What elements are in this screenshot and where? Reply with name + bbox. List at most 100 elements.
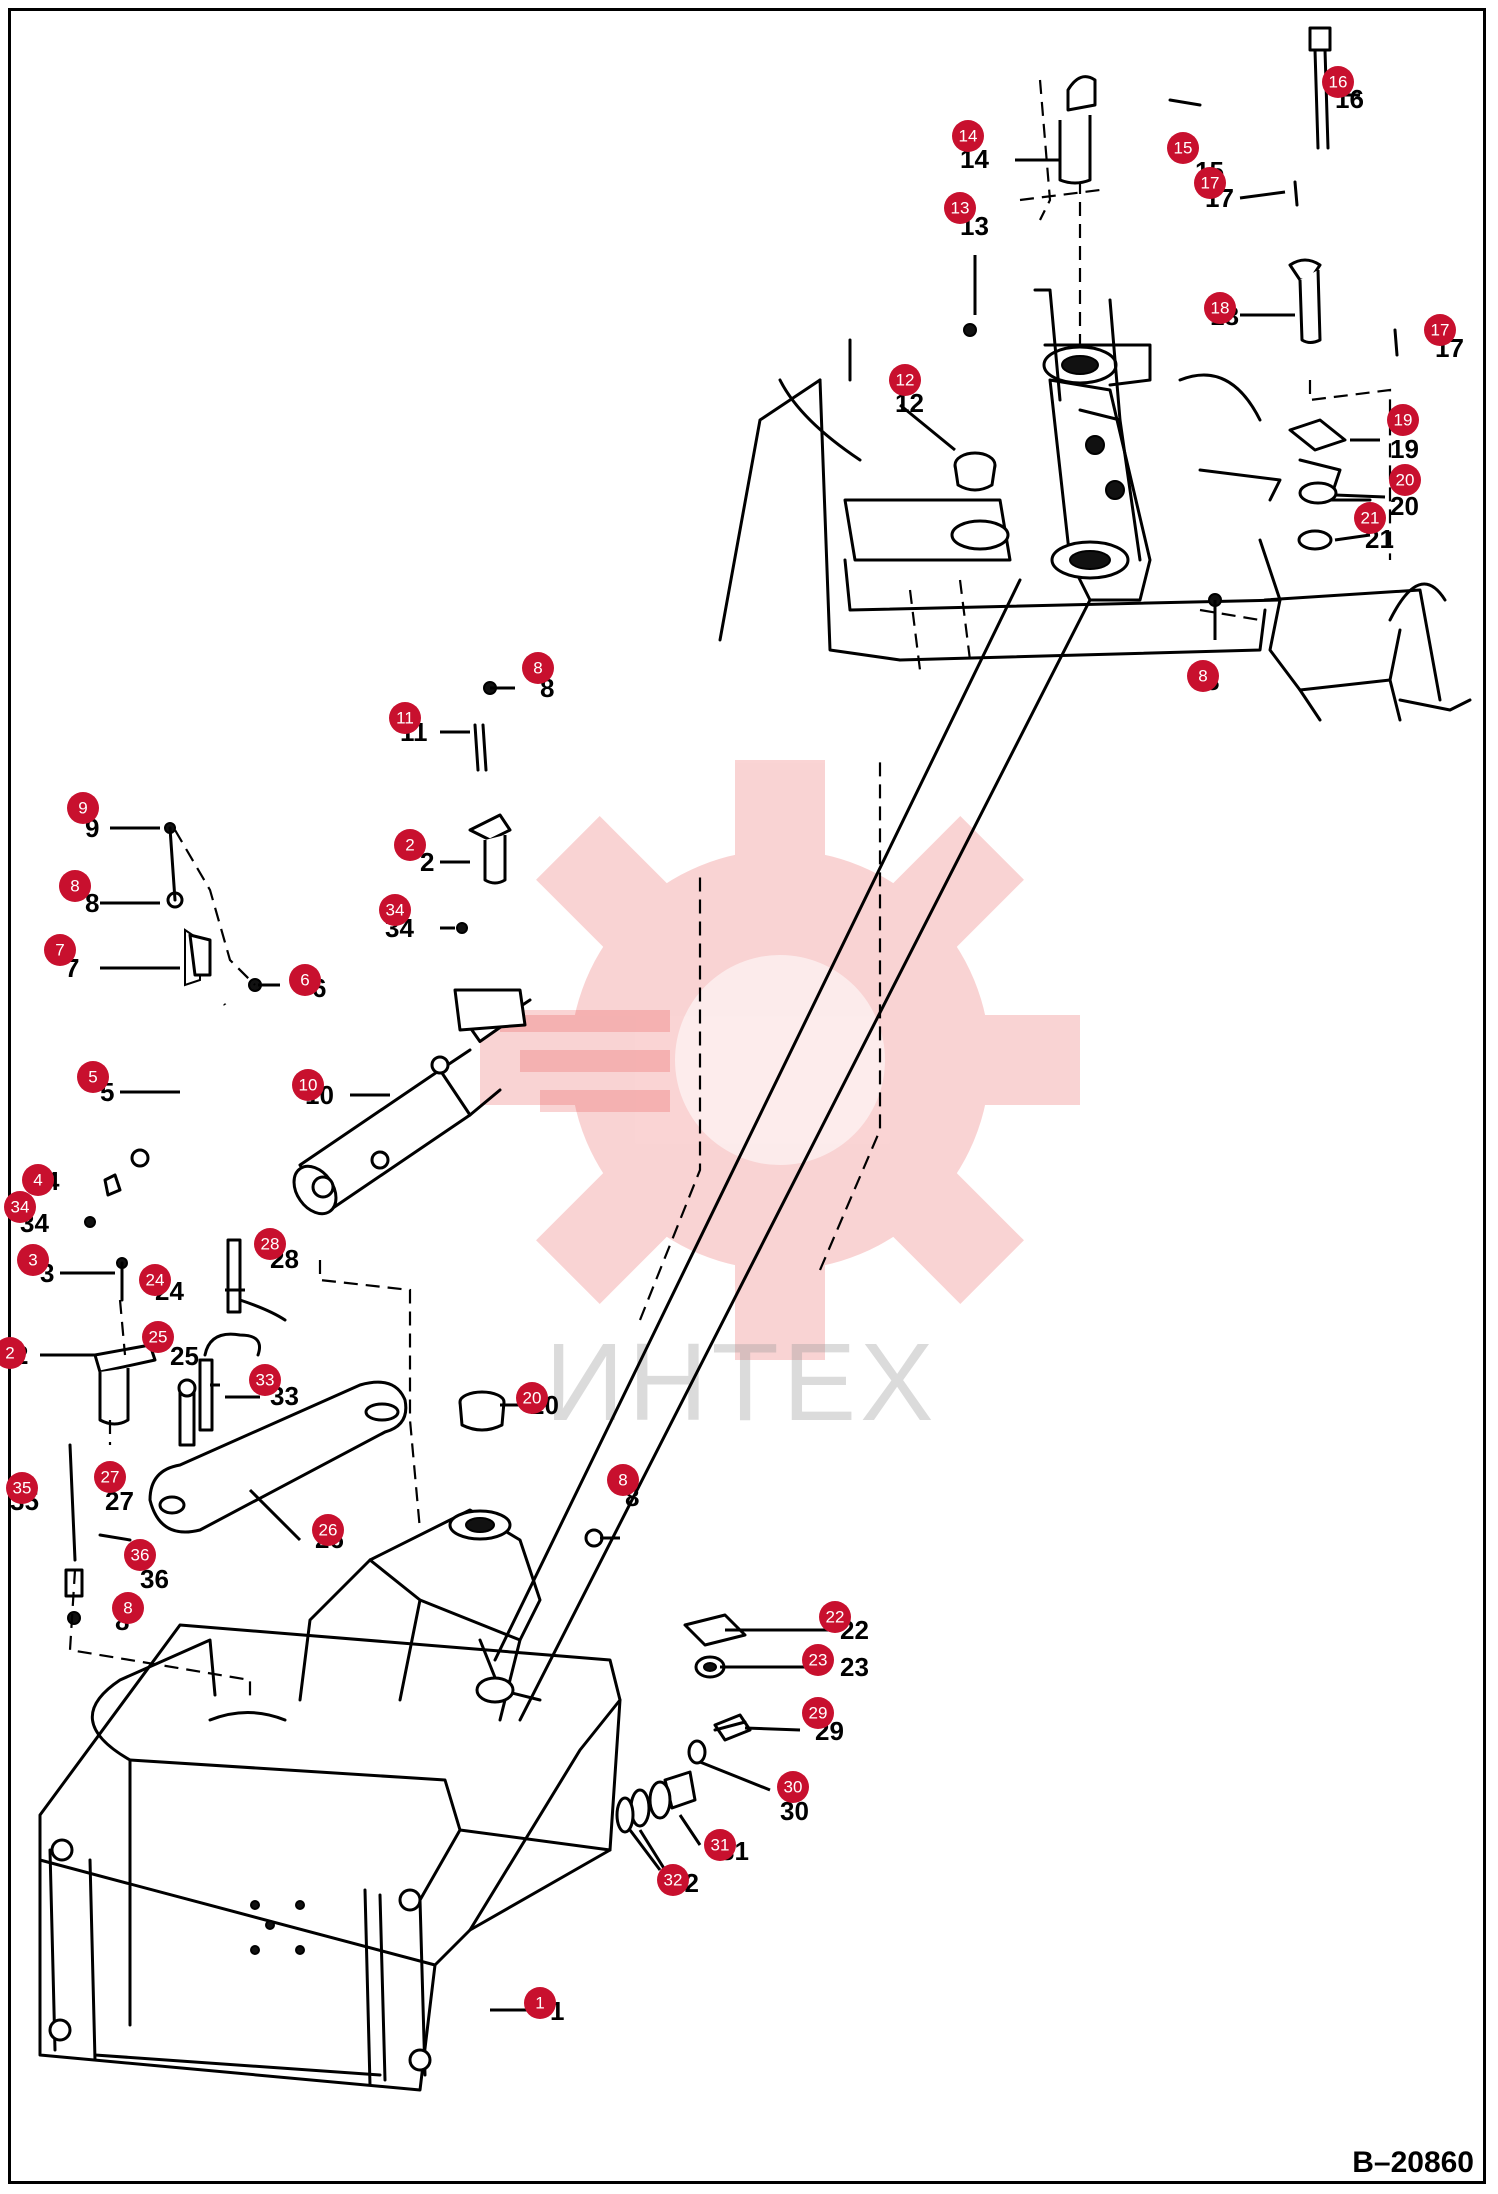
small-hardware-left bbox=[64, 1238, 422, 1700]
svg-text:19: 19 bbox=[1394, 411, 1413, 430]
bushings bbox=[456, 26, 1399, 1834]
callout-4: 4 bbox=[22, 1164, 54, 1196]
hose-assembly bbox=[84, 822, 262, 1228]
svg-text:1: 1 bbox=[535, 1994, 544, 2013]
callout-12: 12 bbox=[889, 364, 921, 396]
callout-34b: 34 bbox=[4, 1191, 36, 1223]
callout-31: 31 bbox=[704, 1829, 736, 1861]
svg-text:33: 33 bbox=[256, 1371, 275, 1390]
svg-text:9: 9 bbox=[78, 799, 87, 818]
svg-text:24: 24 bbox=[146, 1271, 165, 1290]
callout-18: 18 bbox=[1204, 292, 1236, 324]
svg-text:17: 17 bbox=[1201, 174, 1220, 193]
leader-lines bbox=[40, 93, 1386, 2012]
svg-text:32: 32 bbox=[664, 1871, 683, 1890]
svg-text:8: 8 bbox=[1198, 667, 1207, 686]
callout-badges: 1 2 2 3 4 5 6 7 8 8 8 8 8 9 10 11 12 13 … bbox=[0, 66, 1456, 2019]
callout-5: 5 bbox=[77, 1061, 109, 1093]
svg-text:8: 8 bbox=[618, 1471, 627, 1490]
callout-25: 25 bbox=[142, 1321, 174, 1353]
callout-2a: 2 bbox=[394, 829, 426, 861]
svg-text:2: 2 bbox=[405, 836, 414, 855]
callout-10: 10 bbox=[292, 1069, 324, 1101]
callout-27: 27 bbox=[94, 1461, 126, 1493]
callout-17b: 17 bbox=[1424, 314, 1456, 346]
callout-11: 11 bbox=[389, 702, 421, 734]
svg-text:27: 27 bbox=[101, 1468, 120, 1487]
svg-text:30: 30 bbox=[784, 1778, 803, 1797]
callout-8e: 8 bbox=[1187, 660, 1219, 692]
callout-6: 6 bbox=[289, 964, 321, 996]
callout-9: 9 bbox=[67, 792, 99, 824]
callout-8b: 8 bbox=[59, 870, 91, 902]
svg-text:2: 2 bbox=[5, 1344, 14, 1363]
part-number-25: 25 bbox=[170, 1341, 199, 1371]
svg-text:17: 17 bbox=[1431, 321, 1450, 340]
svg-text:31: 31 bbox=[711, 1836, 730, 1855]
svg-text:34: 34 bbox=[11, 1198, 30, 1217]
svg-text:3: 3 bbox=[28, 1251, 37, 1270]
callout-16: 16 bbox=[1322, 66, 1354, 98]
main-frame bbox=[38, 1508, 622, 2092]
watermark-text: ИНТЕХ bbox=[545, 1321, 937, 1444]
svg-text:20: 20 bbox=[1396, 471, 1415, 490]
svg-text:21: 21 bbox=[1361, 509, 1380, 528]
svg-text:6: 6 bbox=[300, 971, 309, 990]
svg-text:10: 10 bbox=[299, 1076, 318, 1095]
link-bar bbox=[148, 1380, 408, 1534]
svg-text:25: 25 bbox=[149, 1328, 168, 1347]
callout-1: 1 bbox=[524, 1987, 556, 2019]
callout-33: 33 bbox=[249, 1364, 281, 1396]
callout-30: 30 bbox=[777, 1771, 809, 1803]
svg-text:8: 8 bbox=[70, 877, 79, 896]
callout-23: 23 bbox=[802, 1644, 834, 1676]
callout-2b: 2 bbox=[0, 1337, 26, 1369]
callout-20b: 20 bbox=[1389, 464, 1421, 496]
callout-15: 15 bbox=[1167, 132, 1199, 164]
svg-text:29: 29 bbox=[809, 1704, 828, 1723]
callout-21: 21 bbox=[1354, 502, 1386, 534]
callout-20a: 20 bbox=[516, 1382, 548, 1414]
top-assembly bbox=[718, 79, 1472, 722]
svg-text:11: 11 bbox=[396, 709, 414, 728]
svg-text:8: 8 bbox=[123, 1599, 132, 1618]
svg-text:20: 20 bbox=[523, 1389, 542, 1408]
watermark-logo: ИНТЕХ bbox=[480, 760, 1080, 1444]
svg-text:7: 7 bbox=[55, 941, 64, 960]
callout-8d: 8 bbox=[112, 1592, 144, 1624]
part-number-20b: 20 bbox=[1390, 491, 1419, 521]
callout-19: 19 bbox=[1387, 404, 1419, 436]
svg-text:35: 35 bbox=[13, 1479, 32, 1498]
callout-22: 22 bbox=[819, 1601, 851, 1633]
callout-29: 29 bbox=[802, 1697, 834, 1729]
callout-8c: 8 bbox=[607, 1464, 639, 1496]
part-number-19: 19 bbox=[1390, 434, 1419, 464]
part-number-2a: 2 bbox=[420, 847, 434, 877]
callout-36: 36 bbox=[124, 1539, 156, 1571]
callout-24: 24 bbox=[139, 1264, 171, 1296]
svg-text:18: 18 bbox=[1211, 299, 1230, 318]
part-number-8b: 8 bbox=[85, 888, 99, 918]
svg-text:13: 13 bbox=[951, 199, 970, 218]
svg-text:22: 22 bbox=[826, 1608, 845, 1627]
callout-35: 35 bbox=[6, 1472, 38, 1504]
callout-14: 14 bbox=[952, 120, 984, 152]
callout-32: 32 bbox=[657, 1864, 689, 1896]
svg-text:14: 14 bbox=[959, 127, 978, 146]
diagram-border bbox=[8, 8, 1486, 2184]
part-number-23: 23 bbox=[840, 1652, 869, 1682]
callout-26: 26 bbox=[312, 1514, 344, 1546]
svg-text:8: 8 bbox=[533, 659, 542, 678]
callout-3: 3 bbox=[17, 1244, 49, 1276]
svg-text:16: 16 bbox=[1329, 73, 1348, 92]
svg-text:15: 15 bbox=[1174, 139, 1193, 158]
drawing-reference-code: B–20860 bbox=[1352, 2146, 1474, 2179]
boom-tube bbox=[493, 578, 1092, 1722]
callout-34a: 34 bbox=[379, 894, 411, 926]
callout-13: 13 bbox=[944, 192, 976, 224]
callout-7: 7 bbox=[44, 934, 76, 966]
svg-text:34: 34 bbox=[386, 901, 405, 920]
callout-28: 28 bbox=[254, 1228, 286, 1260]
svg-text:5: 5 bbox=[88, 1068, 97, 1087]
